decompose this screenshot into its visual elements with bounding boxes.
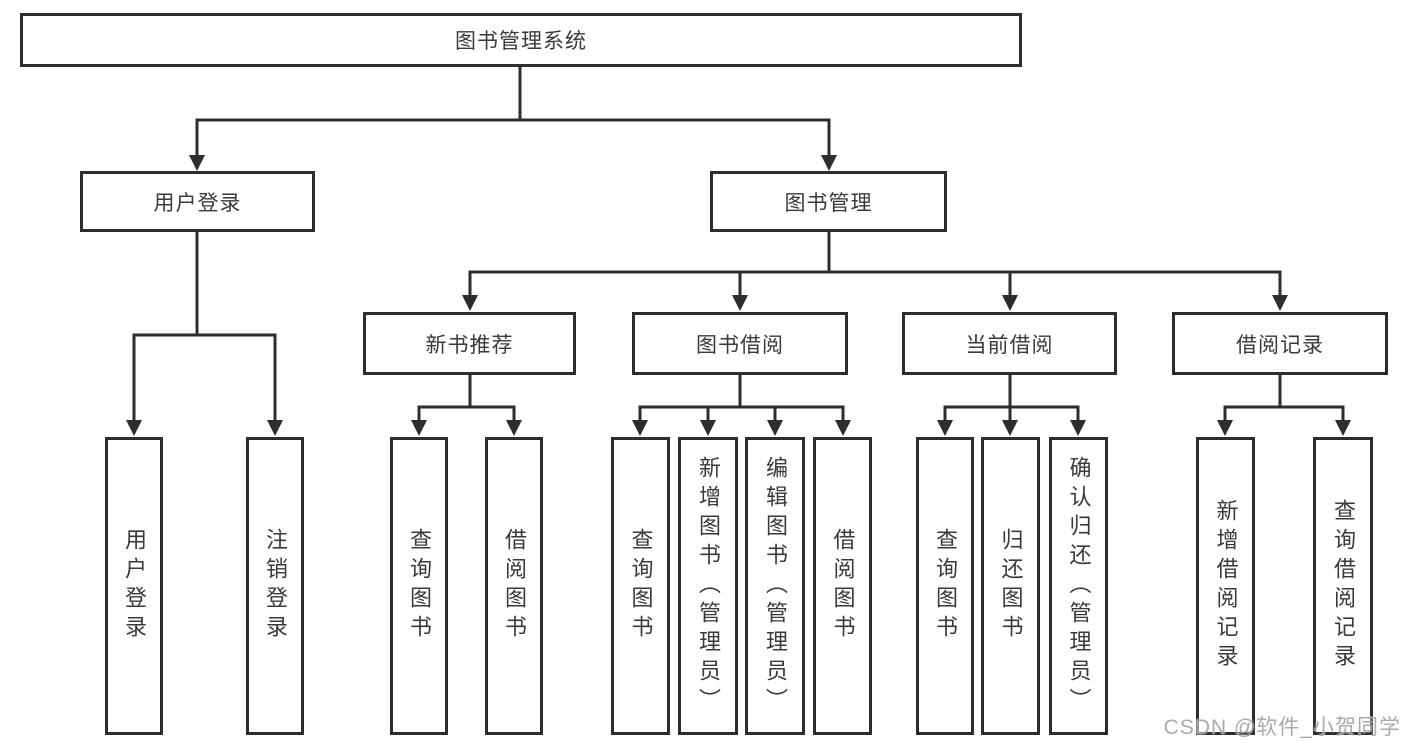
- connector-arrowhead-icon: [937, 420, 953, 436]
- connector-branch: [937, 374, 1086, 436]
- connector-arrowhead-icon: [767, 420, 783, 436]
- node-label: 查询图书: [933, 528, 958, 644]
- node-label: 用户登录: [153, 191, 242, 215]
- leaf-query-books-current: 查询图书: [916, 437, 974, 735]
- leaf-add-borrow-record: 新增借阅记录: [1196, 437, 1255, 735]
- node-label: 图书管理: [784, 191, 873, 215]
- connector-arrowhead-icon: [462, 295, 478, 311]
- connector-arrowhead-icon: [189, 155, 205, 171]
- node-library-management-system: 图书管理系统: [20, 13, 1022, 67]
- node-label: 借阅图书: [502, 528, 527, 644]
- leaf-query-books-borrow: 查询图书: [611, 437, 670, 735]
- leaf-borrow-books-recommend: 借阅图书: [485, 437, 543, 735]
- connector-arrowhead-icon: [1002, 420, 1018, 436]
- leaf-logout: 注销登录: [246, 437, 304, 735]
- node-label: 查询图书: [407, 528, 432, 644]
- connector-arrowhead-icon: [632, 420, 648, 436]
- leaf-borrow-books: 借阅图书: [813, 437, 872, 735]
- connector-arrowhead-icon: [821, 155, 837, 171]
- leaf-query-borrow-record: 查询借阅记录: [1313, 437, 1373, 735]
- connector-branch: [126, 231, 283, 436]
- node-label: 图书管理系统: [455, 30, 587, 53]
- connector-arrowhead-icon: [506, 420, 522, 436]
- leaf-user-login: 用户登录: [105, 437, 163, 735]
- connector-arrowhead-icon: [1335, 420, 1351, 436]
- node-book-borrowing: 图书借阅: [632, 312, 848, 375]
- leaf-confirm-return-admin: 确认归还（管理员）: [1049, 437, 1108, 735]
- node-new-book-recommendation: 新书推荐: [363, 312, 576, 375]
- node-label: 当前借阅: [965, 333, 1054, 357]
- connector-branch: [411, 374, 522, 436]
- node-label: 借阅图书: [830, 528, 856, 644]
- connector-arrowhead-icon: [411, 420, 427, 436]
- node-current-borrowing: 当前借阅: [902, 312, 1117, 375]
- node-label: 确认归还（管理员）: [1066, 455, 1092, 717]
- connector-arrowhead-icon: [1272, 295, 1288, 311]
- node-label: 用户登录: [122, 528, 147, 644]
- leaf-edit-books-admin: 编辑图书（管理员）: [745, 437, 805, 735]
- node-label: 查询借阅记录: [1331, 499, 1356, 673]
- connector-arrowhead-icon: [1070, 420, 1086, 436]
- leaf-add-books-admin: 新增图书（管理员）: [678, 437, 738, 735]
- connector-arrowhead-icon: [700, 420, 716, 436]
- node-label: 新书推荐: [425, 333, 514, 357]
- node-label: 编辑图书（管理员）: [763, 455, 788, 717]
- connector-arrowhead-icon: [1002, 295, 1018, 311]
- connector-arrowhead-icon: [126, 420, 142, 436]
- csdn-watermark: CSDN @软件_小贺同学: [1163, 716, 1401, 739]
- node-label: 借阅记录: [1236, 333, 1324, 357]
- leaf-return-books: 归还图书: [981, 437, 1040, 735]
- node-label: 归还图书: [998, 528, 1024, 644]
- node-user-login: 用户登录: [80, 171, 315, 232]
- leaf-query-books-recommend: 查询图书: [390, 437, 448, 735]
- connector-branch: [632, 374, 851, 436]
- node-label: 图书借阅: [696, 333, 784, 357]
- connector-arrowhead-icon: [1217, 420, 1233, 436]
- connector-branch: [1217, 374, 1351, 436]
- node-label: 查询图书: [628, 528, 654, 644]
- connector-arrowhead-icon: [732, 295, 748, 311]
- connector-branch: [189, 66, 837, 171]
- node-label: 注销登录: [263, 528, 288, 644]
- connector-arrowhead-icon: [835, 420, 851, 436]
- node-book-management: 图书管理: [710, 171, 947, 232]
- node-borrowing-records: 借阅记录: [1172, 312, 1388, 375]
- node-label: 新增图书（管理员）: [696, 455, 721, 717]
- connector-branch: [462, 231, 1288, 311]
- node-label: 新增借阅记录: [1213, 499, 1239, 673]
- connector-arrowhead-icon: [267, 420, 283, 436]
